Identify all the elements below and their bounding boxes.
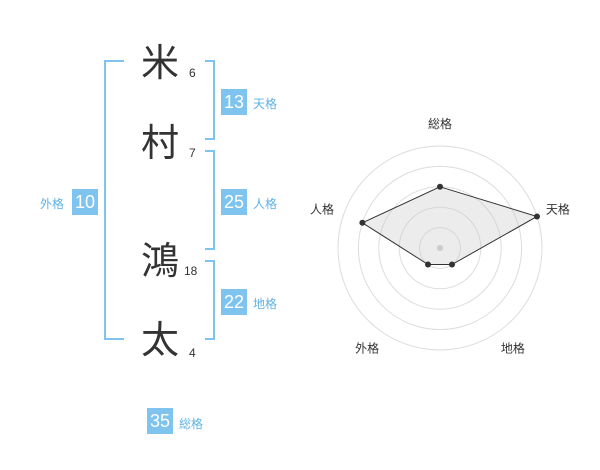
soukaku-value: 35 (147, 408, 173, 434)
radar-point-1 (437, 183, 443, 190)
chikaku-bracket-bottom (205, 338, 215, 340)
radar-ring-4 (357, 165, 523, 331)
stroke-count-4: 4 (189, 346, 196, 360)
stroke-count-3: 18 (184, 264, 198, 278)
gaikaku-value: 10 (72, 189, 98, 215)
gaikaku-bracket-top (104, 60, 124, 62)
radar-polygon (361, 186, 539, 266)
radar-point-2 (534, 213, 541, 220)
tenkaku-bracket-bottom (205, 138, 215, 140)
radar-point-4 (425, 261, 432, 268)
name-char-1: 米 (141, 41, 180, 85)
radar-axis-label-5: 人格 (310, 202, 334, 217)
jinkaku-bracket-bottom (205, 248, 215, 250)
radar-point-3 (448, 261, 455, 268)
jinkaku-bracket-top (205, 150, 215, 152)
radar-axis-label-2: 天格 (546, 202, 570, 217)
jinkaku-label: 人格 (253, 197, 278, 211)
chikaku-bracket-top (205, 260, 215, 262)
radar-ring-1 (419, 227, 461, 269)
soukaku-label: 総格 (179, 417, 204, 431)
stroke-count-2: 7 (189, 146, 196, 160)
gaikaku-label: 外格 (40, 197, 65, 211)
chikaku-label: 地格 (253, 297, 278, 311)
jinkaku-bracket-vertical (213, 150, 215, 250)
radar-axis-label-4: 外格 (355, 340, 379, 355)
gaikaku-bracket-bottom (104, 338, 124, 340)
radar-axis-label-3: 地格 (501, 340, 525, 355)
stroke-count-1: 6 (189, 66, 196, 80)
name-char-4: 太 (141, 318, 180, 362)
radar-axis-label-1: 総格 (428, 116, 452, 131)
radar-center-dot (437, 245, 443, 251)
tenkaku-bracket-vertical (213, 60, 215, 140)
chikaku-value: 22 (221, 289, 247, 315)
tenkaku-label: 天格 (253, 97, 278, 111)
radar-point-5 (359, 219, 366, 226)
jinkaku-value: 25 (221, 189, 247, 215)
name-char-2: 村 (141, 121, 180, 165)
tenkaku-bracket-top (205, 60, 215, 62)
chikaku-bracket-vertical (213, 260, 215, 340)
gaikaku-bracket-vertical (104, 60, 106, 340)
name-char-3: 鴻 (141, 239, 180, 283)
tenkaku-value: 13 (221, 89, 247, 115)
